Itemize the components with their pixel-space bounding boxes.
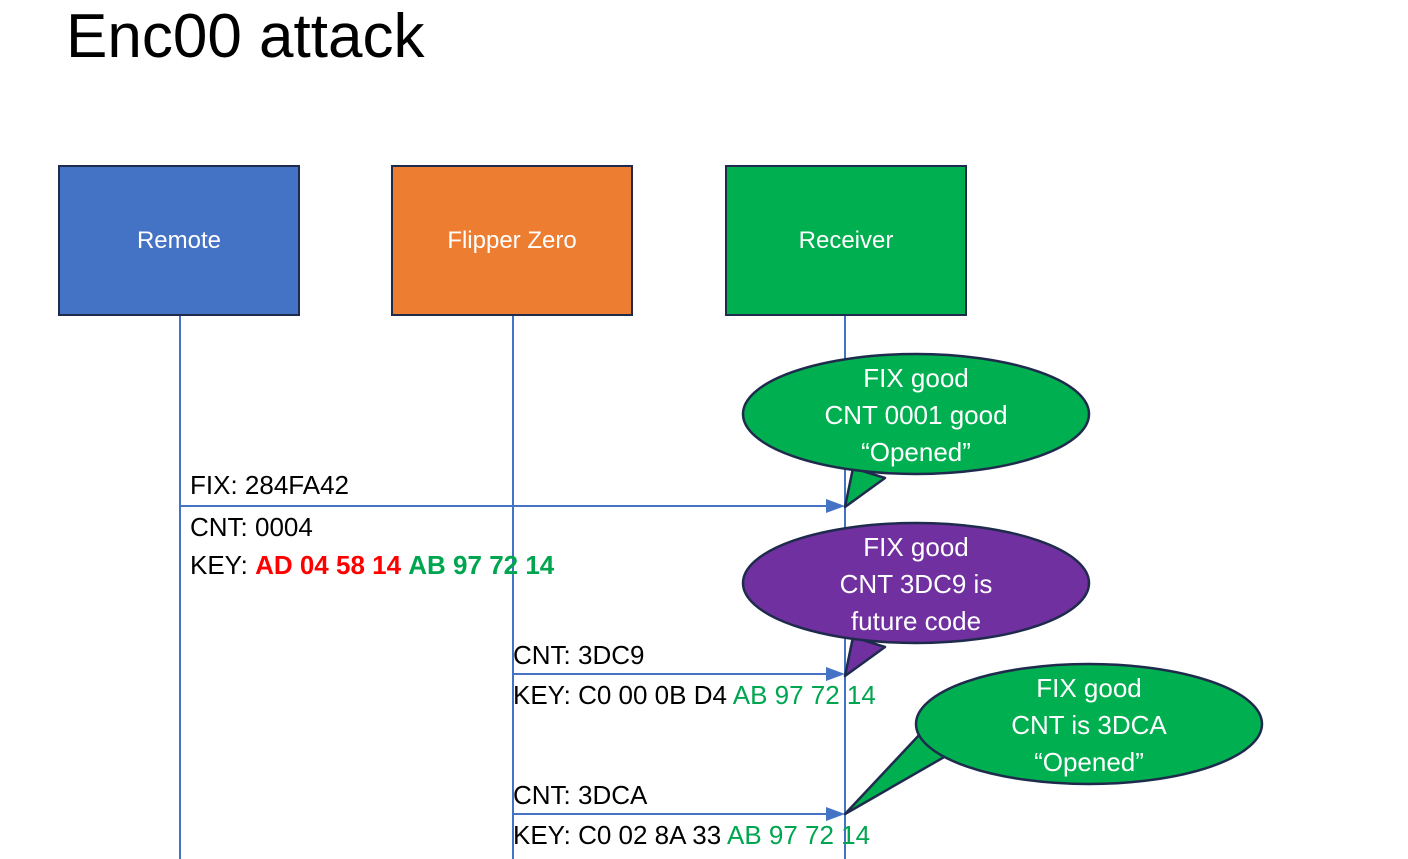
actor-box-receiver[interactable]: Receiver [725,165,967,316]
message-1-key-part-2: AB 97 72 14 [408,550,555,580]
message-3-key: KEY: C0 02 8A 33 AB 97 72 14 [513,820,870,851]
callout-bubble-3 [843,662,1264,816]
message-3-key-part-2: AB 97 72 14 [726,820,871,850]
message-1-fix-text: FIX: 284FA42 [190,470,349,500]
message-3-cnt: CNT: 3DCA [513,780,647,811]
actor-label-receiver: Receiver [798,226,894,254]
message-2-cnt: CNT: 3DC9 [513,640,644,671]
message-1-key-part-1: AD 04 58 14 [255,550,402,580]
message-1-key-label: KEY: [190,550,248,580]
message-1-cnt: CNT: 0004 [190,512,313,543]
message-3-key-label: KEY: [513,820,571,850]
message-2-key-part-2: AB 97 72 14 [732,680,876,710]
actor-label-remote: Remote [136,226,222,254]
message-2-key-part-1: C0 00 0B D4 [578,680,727,710]
message-arrow-2 [513,667,845,681]
callout-bubble-1 [741,352,1091,509]
actor-box-remote[interactable]: Remote [58,165,300,316]
message-2-cnt-text: CNT: 3DC9 [513,640,645,670]
message-arrow-3 [513,807,845,821]
callout-bubble-2 [741,521,1091,678]
message-1-key: KEY: AD 04 58 14 AB 97 72 14 [190,550,554,581]
message-3-cnt-text: CNT: 3DCA [513,780,648,810]
message-3-key-part-1: C0 02 8A 33 [578,820,722,850]
message-arrow-1 [180,499,845,513]
actor-label-flipper: Flipper Zero [447,226,577,254]
message-2-key: KEY: C0 00 0B D4 AB 97 72 14 [513,680,876,711]
message-2-key-label: KEY: [513,680,571,710]
message-1-cnt-text: CNT: 0004 [190,512,313,542]
page-title: Enc00 attack [66,2,425,71]
actor-box-flipper[interactable]: Flipper Zero [391,165,633,316]
message-1-fix: FIX: 284FA42 [190,470,349,501]
